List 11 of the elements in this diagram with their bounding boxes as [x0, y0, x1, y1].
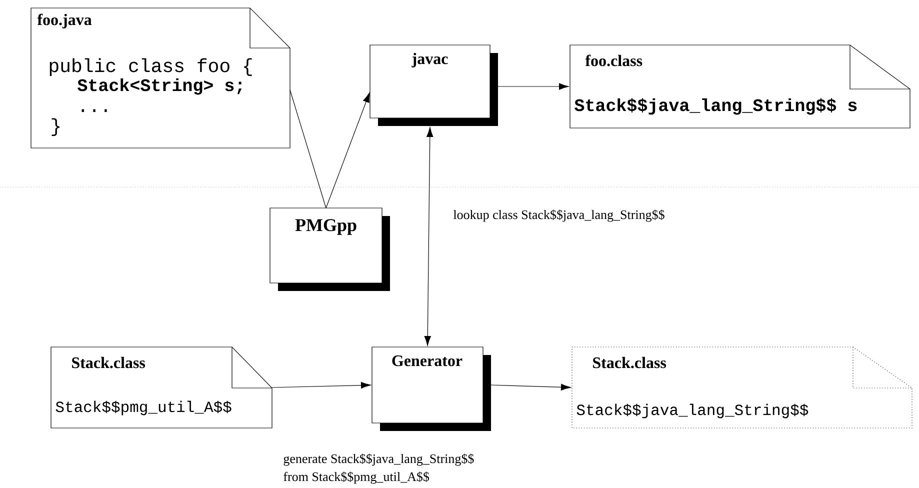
process-box: javac	[370, 44, 498, 126]
process-box: PMGpp	[270, 208, 390, 291]
caption-text: from Stack$$pmg_util_A$$	[284, 472, 430, 484]
arrow	[490, 384, 571, 390]
arrow	[498, 83, 569, 90]
process-box: Generator	[372, 346, 491, 431]
caption-text: generate Stack$$java_lang_String$$	[284, 454, 474, 466]
arrow	[326, 92, 370, 208]
arrow	[424, 127, 434, 346]
edge-label: lookup class Stack$$java_lang_String$$	[452, 208, 666, 223]
arrow	[272, 382, 371, 389]
